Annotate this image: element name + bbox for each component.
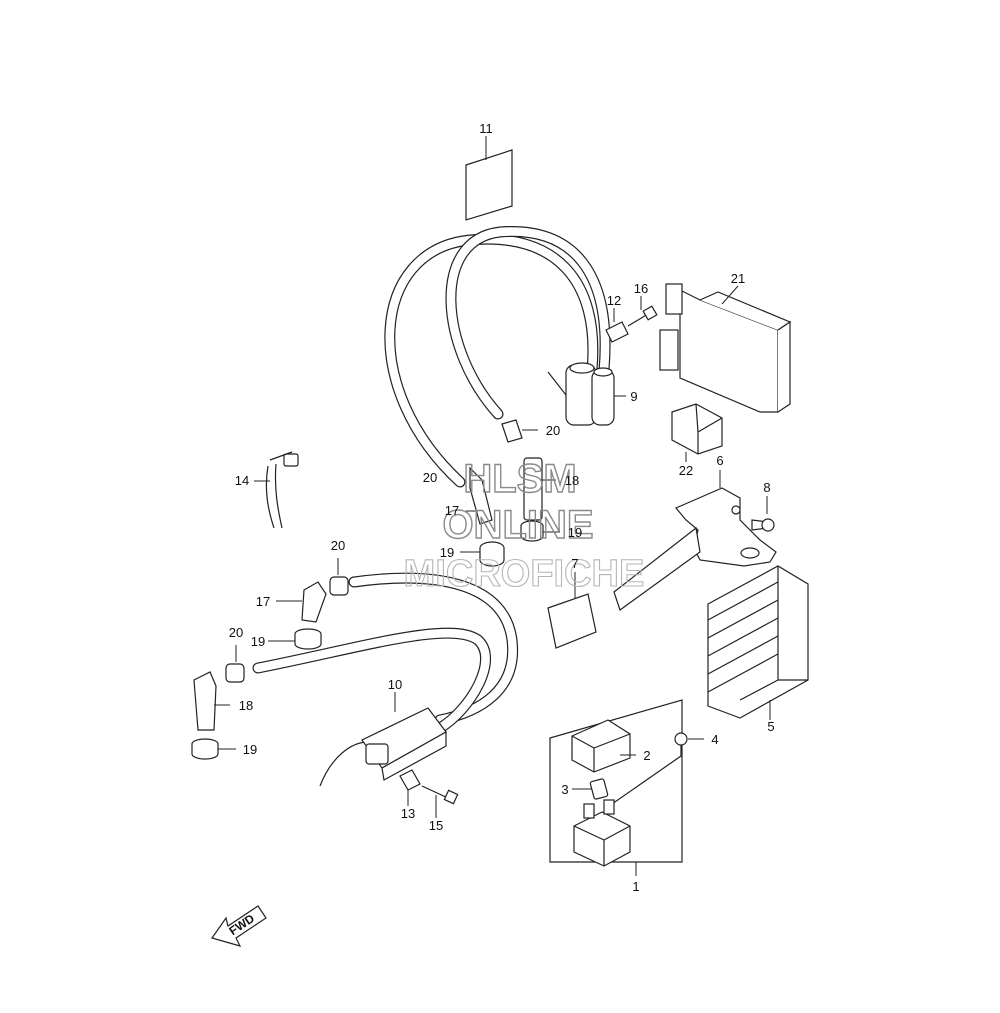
callout-labels: 1 2 3 4 5 6 7 8 9 10 11 12 13 14 15 16 1…: [229, 121, 775, 894]
watermark-line-2: ONLINE: [442, 503, 593, 547]
part-20-boot-a: [329, 558, 349, 596]
callout-15: 15: [429, 818, 443, 833]
part-19-upper-seal-right: [520, 520, 560, 542]
callout-21: 21: [731, 271, 745, 286]
starter-relay-body: [573, 799, 631, 867]
callout-19-a: 19: [251, 634, 265, 649]
part-20-boot-b: [225, 645, 245, 683]
callout-2: 2: [643, 748, 650, 763]
part-10-lower-leads: [252, 572, 519, 734]
part-17-upper-plug-cap: [466, 466, 493, 525]
callout-4: 4: [711, 732, 718, 747]
callout-19-b: 19: [243, 742, 257, 757]
part-18-lower-plug-cap: [193, 671, 230, 731]
part-22-relay: [671, 403, 723, 462]
callout-9: 9: [630, 389, 637, 404]
callout-20-d: 20: [423, 470, 437, 485]
part-1-starter-relay-assembly: [549, 699, 683, 876]
callout-5: 5: [767, 719, 774, 734]
callout-18-upper: 18: [565, 473, 579, 488]
watermark-line-1: HLSM: [463, 457, 576, 501]
callout-16: 16: [634, 281, 648, 296]
callout-19-d: 19: [568, 525, 582, 540]
callout-1: 1: [632, 879, 639, 894]
part-15-bolt: [421, 785, 459, 818]
part-17-lower-plug-cap: [276, 581, 327, 623]
part-9-ignition-coil: [547, 362, 626, 426]
part-8-bolt: [751, 496, 775, 532]
part-9-upper-leads: [384, 226, 611, 488]
part-18-upper-plug-cap: [523, 457, 556, 521]
part-13-spacer: [399, 769, 421, 806]
callout-13: 13: [401, 806, 415, 821]
part-19-lower-seal-a: [268, 628, 322, 650]
callout-14: 14: [235, 473, 249, 488]
part-14-cable-tie: [254, 451, 299, 529]
callout-20-a: 20: [331, 538, 345, 553]
part-19-upper-seal-left: [460, 541, 505, 567]
part-20-upper-boot: [501, 419, 538, 443]
callout-18-lower: 18: [239, 698, 253, 713]
watermark: HLSM ONLINE MICROFICHE: [403, 456, 645, 595]
callout-20-b: 20: [229, 625, 243, 640]
callout-3: 3: [561, 782, 568, 797]
part-16-bolt: [627, 296, 658, 327]
part-4-screw: [611, 732, 704, 805]
callout-19-c: 19: [440, 545, 454, 560]
callout-20-c: 20: [546, 423, 560, 438]
part-5-regulator-rectifier: [707, 565, 809, 720]
part-21-control-unit: [659, 283, 792, 413]
part-19-lower-seal-b: [191, 738, 236, 760]
part-7-label-sheet: [547, 572, 597, 649]
callout-8: 8: [763, 480, 770, 495]
callout-17-lower: 17: [256, 594, 270, 609]
watermark-line-3: MICROFICHE: [404, 553, 645, 595]
callout-12: 12: [607, 293, 621, 308]
callout-17-upper: 17: [445, 503, 459, 518]
part-3-fuse: [572, 778, 609, 800]
callout-22: 22: [679, 463, 693, 478]
part-10-ignition-coil: [319, 692, 447, 787]
fwd-direction-marker: FWD: [211, 905, 267, 947]
callout-11: 11: [479, 121, 493, 136]
callout-7: 7: [571, 556, 578, 571]
part-12-spacer: [605, 308, 629, 343]
part-11-label-sheet: [465, 136, 513, 221]
part-6-bracket: [613, 470, 777, 611]
callout-10: 10: [388, 677, 402, 692]
callout-6: 6: [716, 453, 723, 468]
part-2-relay-cover: [571, 719, 636, 773]
